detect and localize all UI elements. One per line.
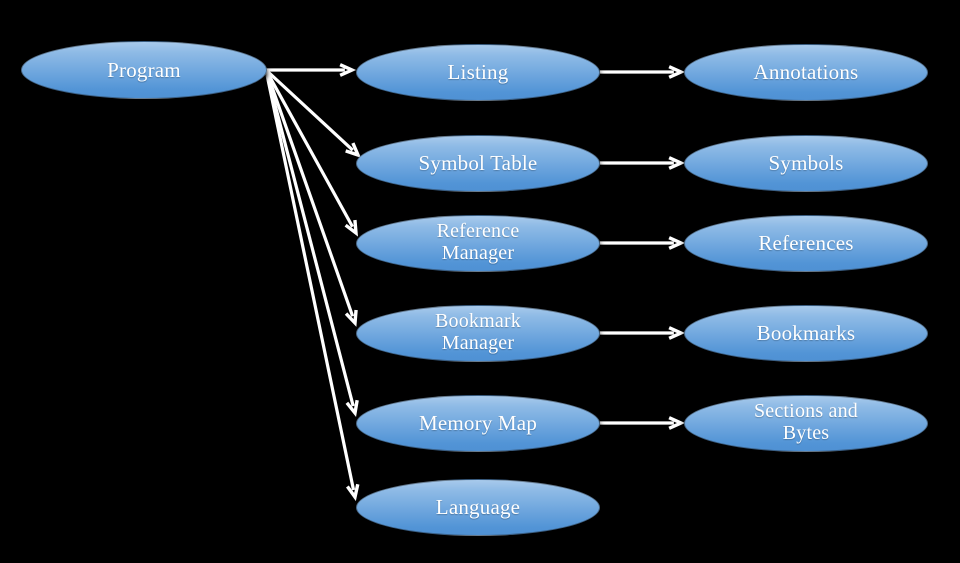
edge-program-to-memory-map (264, 69, 359, 418)
arrowhead-icon (668, 416, 686, 430)
edge-program-to-symbol-table (264, 68, 362, 158)
node-label-bookmarks: Bookmarks (756, 320, 856, 345)
node-reference-manager[interactable]: Reference Manager (356, 214, 600, 272)
edge-symbol-table-to-symbols (600, 156, 686, 170)
node-label-bookmark-manager: Bookmark Manager (434, 310, 522, 354)
edge-line (264, 69, 355, 407)
node-label-annotations: Annotations (753, 59, 859, 84)
node-language[interactable]: Language (356, 478, 600, 536)
edge-listing-to-annotations (600, 65, 686, 79)
edge-bookmark-manager-to-bookmarks (600, 326, 686, 340)
arrowhead-icon (344, 309, 358, 327)
arrowhead-icon (346, 483, 360, 502)
arrowhead-icon (668, 156, 686, 170)
node-label-symbol-table: Symbol Table (418, 150, 538, 175)
edge-reference-manager-to-references (600, 236, 686, 250)
node-label-symbols: Symbols (768, 150, 844, 175)
arrowhead-icon (345, 142, 362, 158)
arrowhead-icon (344, 219, 359, 237)
arrowhead-icon (345, 399, 359, 418)
edge-line (264, 68, 354, 152)
arrowhead-icon (668, 236, 686, 250)
edge-program-to-language (264, 69, 360, 502)
node-bookmark-manager[interactable]: Bookmark Manager (356, 304, 600, 362)
node-label-references: References (758, 230, 854, 255)
node-label-listing: Listing (447, 59, 509, 84)
arrowhead-icon (339, 63, 357, 77)
node-annotations[interactable]: Annotations (684, 43, 928, 101)
node-symbols[interactable]: Symbols (684, 134, 928, 192)
node-symbol-table[interactable]: Symbol Table (356, 134, 600, 192)
node-listing[interactable]: Listing (356, 43, 600, 101)
edge-program-to-bookmark-manager (264, 69, 358, 327)
edge-line (264, 69, 354, 228)
node-label-reference-manager: Reference Manager (436, 220, 520, 264)
arrowhead-icon (668, 65, 686, 79)
edge-program-to-reference-manager (264, 69, 359, 237)
node-label-language: Language (435, 494, 521, 519)
edge-line (264, 69, 356, 491)
arrowhead-icon (668, 326, 686, 340)
node-references[interactable]: References (684, 214, 928, 272)
node-label-memory-map: Memory Map (418, 410, 538, 435)
node-program[interactable]: Program (21, 41, 267, 99)
edge-memory-map-to-sections-bytes (600, 416, 686, 430)
node-bookmarks[interactable]: Bookmarks (684, 304, 928, 362)
edge-program-to-listing (266, 63, 357, 77)
node-memory-map[interactable]: Memory Map (356, 394, 600, 452)
node-label-sections-bytes: Sections and Bytes (753, 400, 859, 444)
edge-line (264, 69, 355, 317)
node-sections-bytes[interactable]: Sections and Bytes (684, 394, 928, 452)
node-label-program: Program (107, 57, 181, 82)
